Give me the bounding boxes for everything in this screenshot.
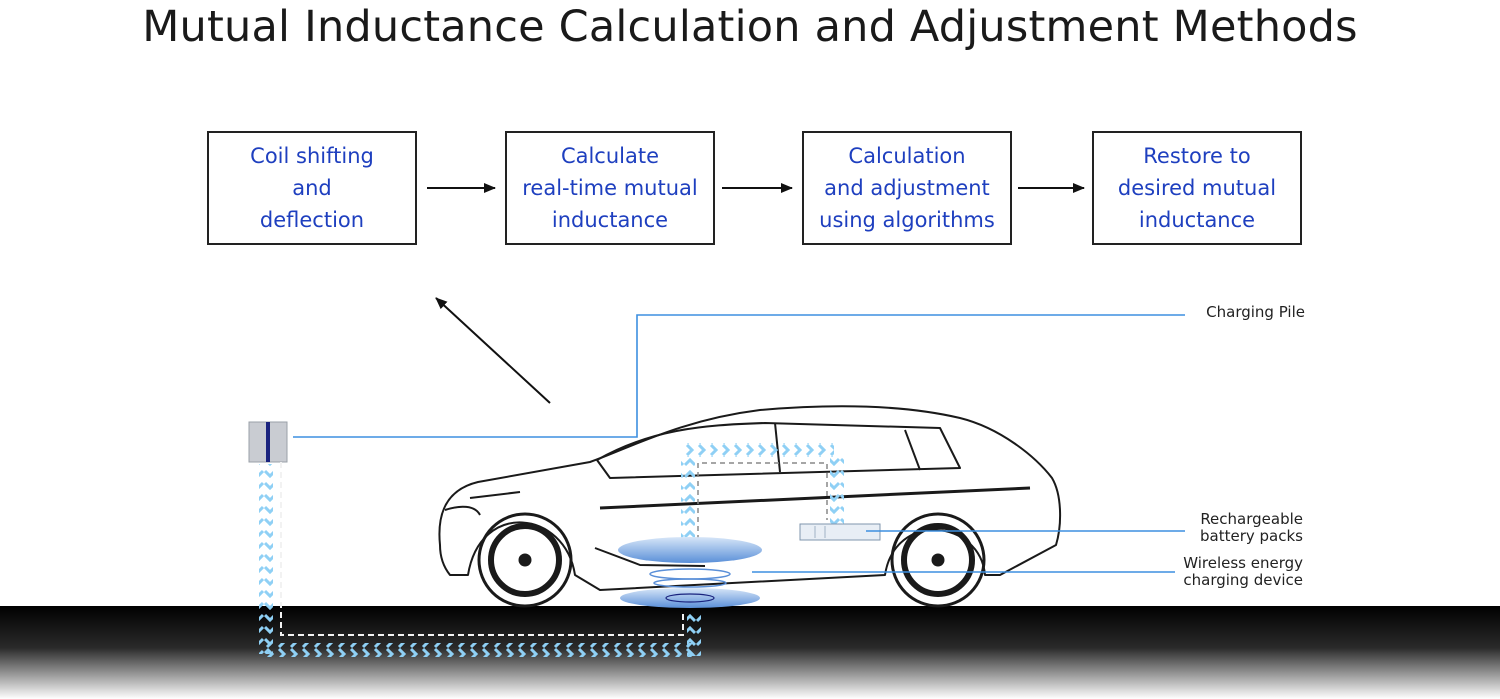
- step-4-line-3: inductance: [1138, 208, 1256, 232]
- leader-charging-pile: [293, 314, 1185, 438]
- label-wireless-line-2: charging device: [1183, 571, 1303, 589]
- rear-wheel: [890, 512, 986, 608]
- energy-flow-down: [259, 464, 273, 654]
- battery-pack: [799, 523, 881, 541]
- energy-flow-up-ground: [687, 612, 701, 656]
- step-4-line-1: Restore to: [1143, 144, 1251, 168]
- magnetic-field: [649, 568, 731, 588]
- charging-pile-stripe: [266, 422, 270, 462]
- step-3-line-1: Calculation: [848, 144, 966, 168]
- step-coil-shifting: Coil shifting and deflection: [207, 131, 417, 245]
- label-battery-line-1: Rechargeable: [1200, 510, 1303, 528]
- energy-flow-car-up: [681, 455, 695, 545]
- vehicle-coil: [618, 537, 762, 563]
- step-4-line-2: desired mutual: [1117, 176, 1277, 200]
- feedback-arrow: [435, 297, 551, 404]
- energy-flow-car-across: [684, 443, 834, 457]
- label-battery-packs: Rechargeable battery packs: [1100, 511, 1303, 545]
- step-restore-mutual-inductance: Restore to desired mutual inductance: [1092, 131, 1302, 245]
- front-wheel: [477, 512, 573, 608]
- step-calculate-mutual-inductance: Calculate real-time mutual inductance: [505, 131, 715, 245]
- step-2-line-1: Calculate: [560, 144, 660, 168]
- car-outline: [438, 405, 1062, 591]
- label-charging-pile: Charging Pile: [1206, 303, 1305, 321]
- step-1-line-3: deflection: [259, 208, 365, 232]
- step-1-line-2: and: [292, 176, 332, 200]
- step-2-line-2: real-time mutual: [522, 176, 698, 200]
- step-algorithm-adjustment: Calculation and adjustment using algorit…: [802, 131, 1012, 245]
- car-cable-path: [697, 462, 828, 540]
- step-2-line-3: inductance: [551, 208, 669, 232]
- ground-coil: [620, 588, 760, 608]
- step-1-line-1: Coil shifting: [250, 144, 374, 168]
- label-wireless-device: Wireless energy charging device: [1100, 555, 1303, 589]
- step-3-line-3: using algorithms: [819, 208, 995, 232]
- energy-flow-right: [262, 643, 694, 657]
- ground: [0, 606, 1500, 699]
- label-wireless-line-1: Wireless energy: [1183, 554, 1303, 572]
- diagram-title: Mutual Inductance Calculation and Adjust…: [142, 2, 1358, 52]
- label-battery-line-2: battery packs: [1200, 527, 1303, 545]
- step-3-line-2: and adjustment: [824, 176, 990, 200]
- cable-path: [280, 462, 684, 636]
- energy-flow-car-down: [830, 455, 844, 525]
